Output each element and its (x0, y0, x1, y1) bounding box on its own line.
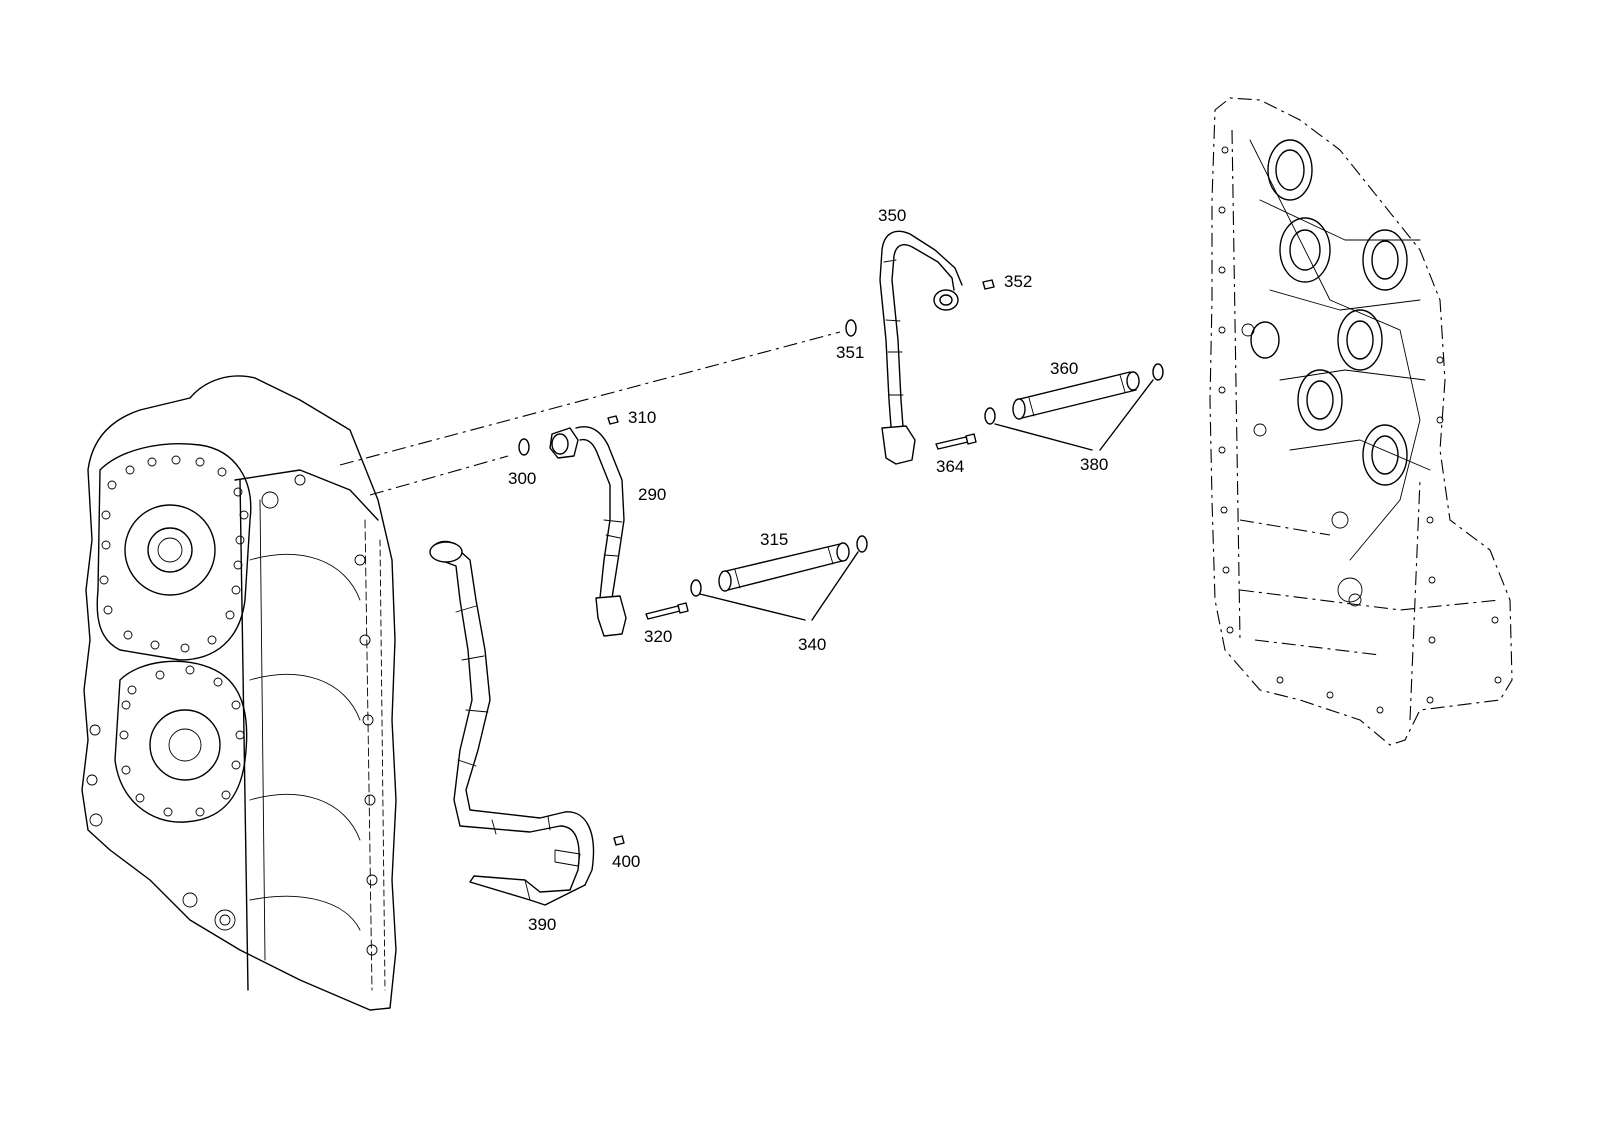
center-lines (339, 331, 841, 496)
plug-310 (607, 415, 619, 425)
bolt-320 (645, 605, 681, 620)
pipe-350 (879, 230, 963, 465)
callout-351: 351 (836, 343, 864, 362)
tube-360 (984, 363, 1164, 425)
pipe-290 (549, 426, 627, 637)
callout-352: 352 (1004, 272, 1032, 291)
callout-340: 340 (798, 635, 826, 654)
callout-390: 390 (528, 915, 556, 934)
callout-364: 364 (936, 457, 964, 476)
leader-lines (699, 379, 1154, 621)
callout-310: 310 (628, 408, 656, 427)
callout-360: 360 (1050, 359, 1078, 378)
callout-290: 290 (638, 485, 666, 504)
callout-315: 315 (760, 530, 788, 549)
callout-labels: 350 352 351 360 310 364 380 300 290 315 … (508, 206, 1108, 934)
tube-315 (690, 535, 868, 597)
transmission-housing-rear (1209, 97, 1513, 746)
callout-300: 300 (508, 469, 536, 488)
hose-390 (429, 540, 595, 906)
callout-320: 320 (644, 627, 672, 646)
callout-380: 380 (1080, 455, 1108, 474)
o-ring-300 (518, 438, 530, 456)
transmission-housing-front (81, 375, 397, 1011)
o-ring-351 (845, 319, 857, 337)
small-parts (518, 279, 995, 846)
plug-352 (982, 279, 995, 290)
callout-400: 400 (612, 852, 640, 871)
callout-350: 350 (878, 206, 906, 225)
bolt-364 (935, 436, 969, 450)
plug-400 (613, 835, 625, 846)
